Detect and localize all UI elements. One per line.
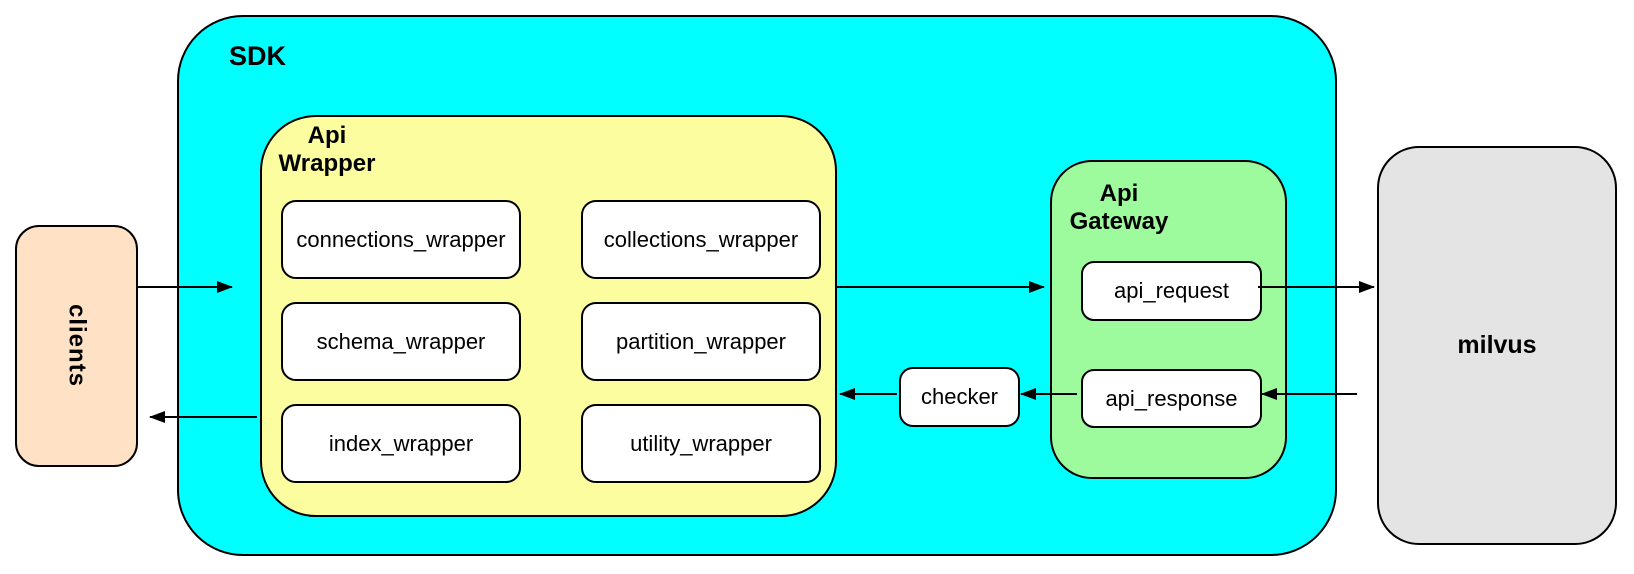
node-schema-wrapper: schema_wrapper	[281, 302, 521, 381]
sdk-container: SDK Api Wrapper connections_wrapper coll…	[177, 15, 1337, 556]
node-partition-wrapper: partition_wrapper	[581, 302, 821, 381]
node-utility-wrapper: utility_wrapper	[581, 404, 821, 483]
clients-label: clients	[63, 304, 91, 388]
node-checker: checker	[899, 367, 1020, 427]
node-api-request: api_request	[1081, 261, 1262, 321]
milvus-label: milvus	[1457, 331, 1537, 359]
node-milvus: milvus	[1377, 146, 1617, 545]
api-gateway-label: Api Gateway	[1069, 180, 1169, 235]
api-wrapper-container: Api Wrapper connections_wrapper collecti…	[260, 115, 837, 517]
node-api-response: api_response	[1081, 369, 1262, 428]
node-index-wrapper: index_wrapper	[281, 404, 521, 483]
node-connections-wrapper: connections_wrapper	[281, 200, 521, 279]
api-gateway-container: Api Gateway api_request api_response	[1050, 160, 1287, 479]
api-wrapper-label: Api Wrapper	[278, 122, 376, 177]
node-clients: clients	[15, 225, 138, 467]
node-collections-wrapper: collections_wrapper	[581, 200, 821, 279]
sdk-label: SDK	[229, 41, 287, 71]
api-wrapper-modules-grid: connections_wrapper collections_wrapper …	[281, 200, 821, 483]
